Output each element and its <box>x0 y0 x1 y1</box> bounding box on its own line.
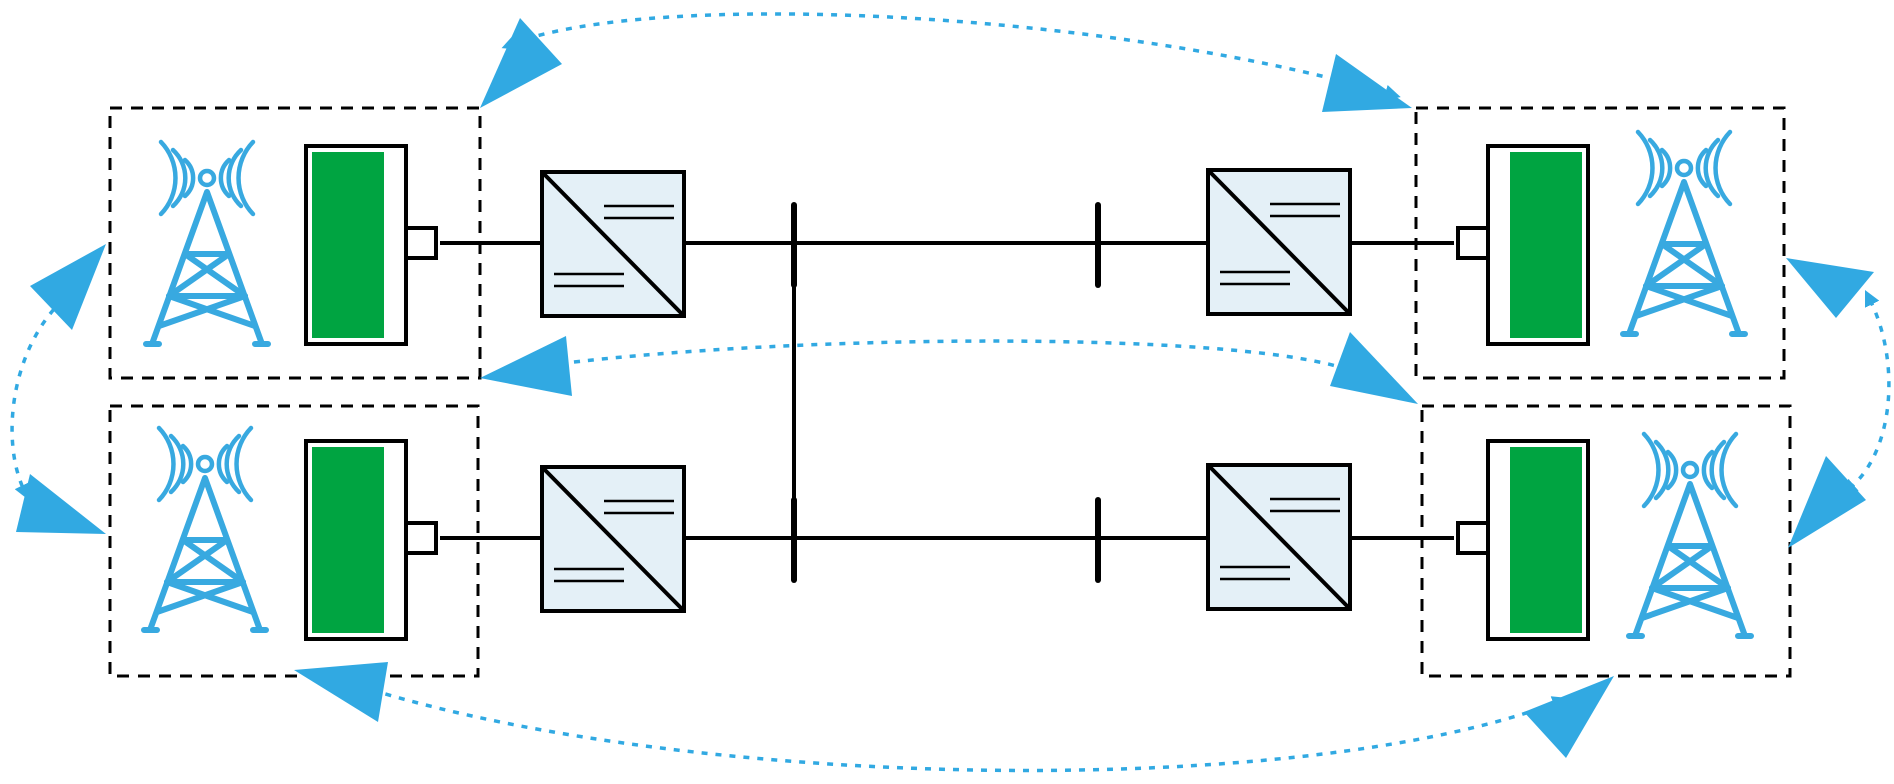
arrowhead-bottom-left <box>294 662 388 722</box>
radio-tower-icon <box>146 142 268 344</box>
arrowhead-mid-right <box>1330 332 1418 404</box>
battery-icon <box>304 144 438 346</box>
dc-dc-converter-icon <box>1206 168 1352 316</box>
radio-tower-icon <box>144 428 266 630</box>
node-box-bottom-left <box>108 404 480 678</box>
arrowhead-top-left <box>480 18 562 108</box>
dc-dc-converter-icon <box>540 170 686 318</box>
link-bottom-left-to-bottom-right <box>361 683 1569 773</box>
dc-dc-converter-icon <box>540 465 686 613</box>
arrowhead-right-upper <box>1786 258 1874 318</box>
arrowhead-mid-left <box>480 336 572 396</box>
node-box-bottom-right <box>1420 404 1792 678</box>
arrowheads <box>16 18 1874 758</box>
arrowhead-right-lower <box>1788 456 1866 548</box>
communication-links <box>10 12 1891 773</box>
link-top-left-to-top-right <box>501 12 1401 101</box>
battery-icon <box>1456 144 1590 346</box>
battery-icon <box>1456 439 1590 641</box>
link-top-right-to-bottom-right <box>1841 289 1891 496</box>
arrowhead-top-right <box>1322 54 1412 112</box>
radio-tower-icon <box>1629 434 1751 636</box>
arrowhead-bottom-right <box>1524 676 1614 758</box>
battery-icon <box>304 439 438 641</box>
radio-tower-icon <box>1623 132 1745 334</box>
link-top-left-to-bottom-left <box>10 283 83 501</box>
arrowhead-left-upper <box>30 244 106 330</box>
power-wiring <box>440 241 1454 540</box>
arrowhead-left-lower <box>16 474 106 534</box>
dc-dc-converter-icon <box>1206 463 1352 611</box>
link-top-right-to-top-left <box>514 339 1380 390</box>
